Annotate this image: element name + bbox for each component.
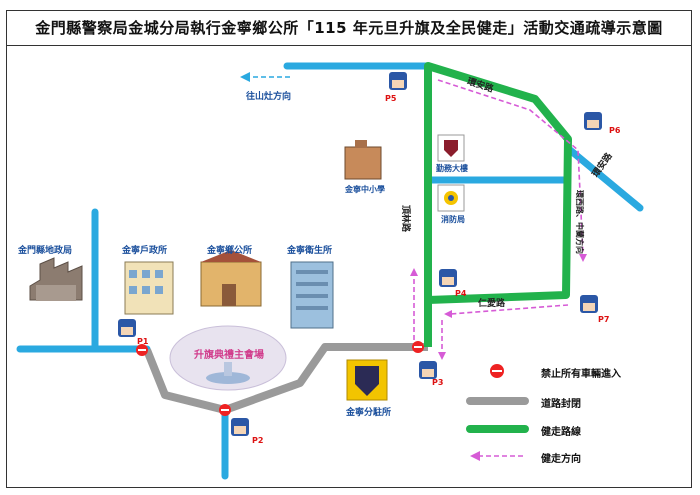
fountain-icon [206,362,250,384]
road-label-4: 仁愛路 [478,299,506,309]
road-label-3: 頂林路 [400,205,410,233]
label-service: 勤務大樓 [436,164,468,173]
legend-no-entry: 禁止所有車輛進入 [541,369,621,380]
label-health: 金寧衛生所 [287,246,333,256]
walk-route [424,62,572,347]
post-p2: P2 [252,436,264,445]
building-icon [344,140,382,180]
police-badge-icon [346,359,388,401]
legend-symbols [466,364,529,461]
building-icon [200,250,262,307]
label-school: 金寧中小學 [345,185,385,194]
police-badge-icon [437,134,465,162]
road-label-5: 環西路、中蘭方向 [575,190,584,254]
legend-direction: 健走方向 [541,454,581,465]
label-township: 金寧鄉公所 [207,246,253,256]
building-icon [290,261,334,329]
label-direction: 往山灶方向 [246,92,292,102]
building-icon [29,257,83,301]
post-p6: P6 [609,126,621,135]
no-entry-sign-icon [136,341,424,416]
label-land-office: 金門縣地政局 [18,246,73,256]
label-household: 金寧戶政所 [122,246,168,256]
post-p5: P5 [385,94,397,103]
post-p4: P4 [455,289,467,298]
post-p7: P7 [598,315,610,324]
post-p1: P1 [137,337,149,346]
map-frame [6,10,692,488]
legend-closed: 道路封閉 [541,399,581,410]
building-icon [124,261,174,315]
roads [16,62,644,480]
arrow-heads [410,254,587,360]
direction-arrow [240,72,290,82]
label-venue: 升旗典禮主會場 [194,350,264,361]
walk-direction [413,79,584,355]
legend-walk: 健走路線 [541,427,581,438]
closed-road [143,343,428,414]
fire-badge-icon [437,184,465,212]
label-fire: 消防局 [441,215,465,224]
officer-faces [121,80,599,434]
label-station: 金寧分駐所 [346,408,392,418]
post-p3: P3 [432,378,444,387]
page-title: 金門縣警察局金城分局執行金寧鄉公所「115 年元旦升旗及全民健走」活動交通疏導示… [6,10,692,46]
venue-area [169,325,287,391]
